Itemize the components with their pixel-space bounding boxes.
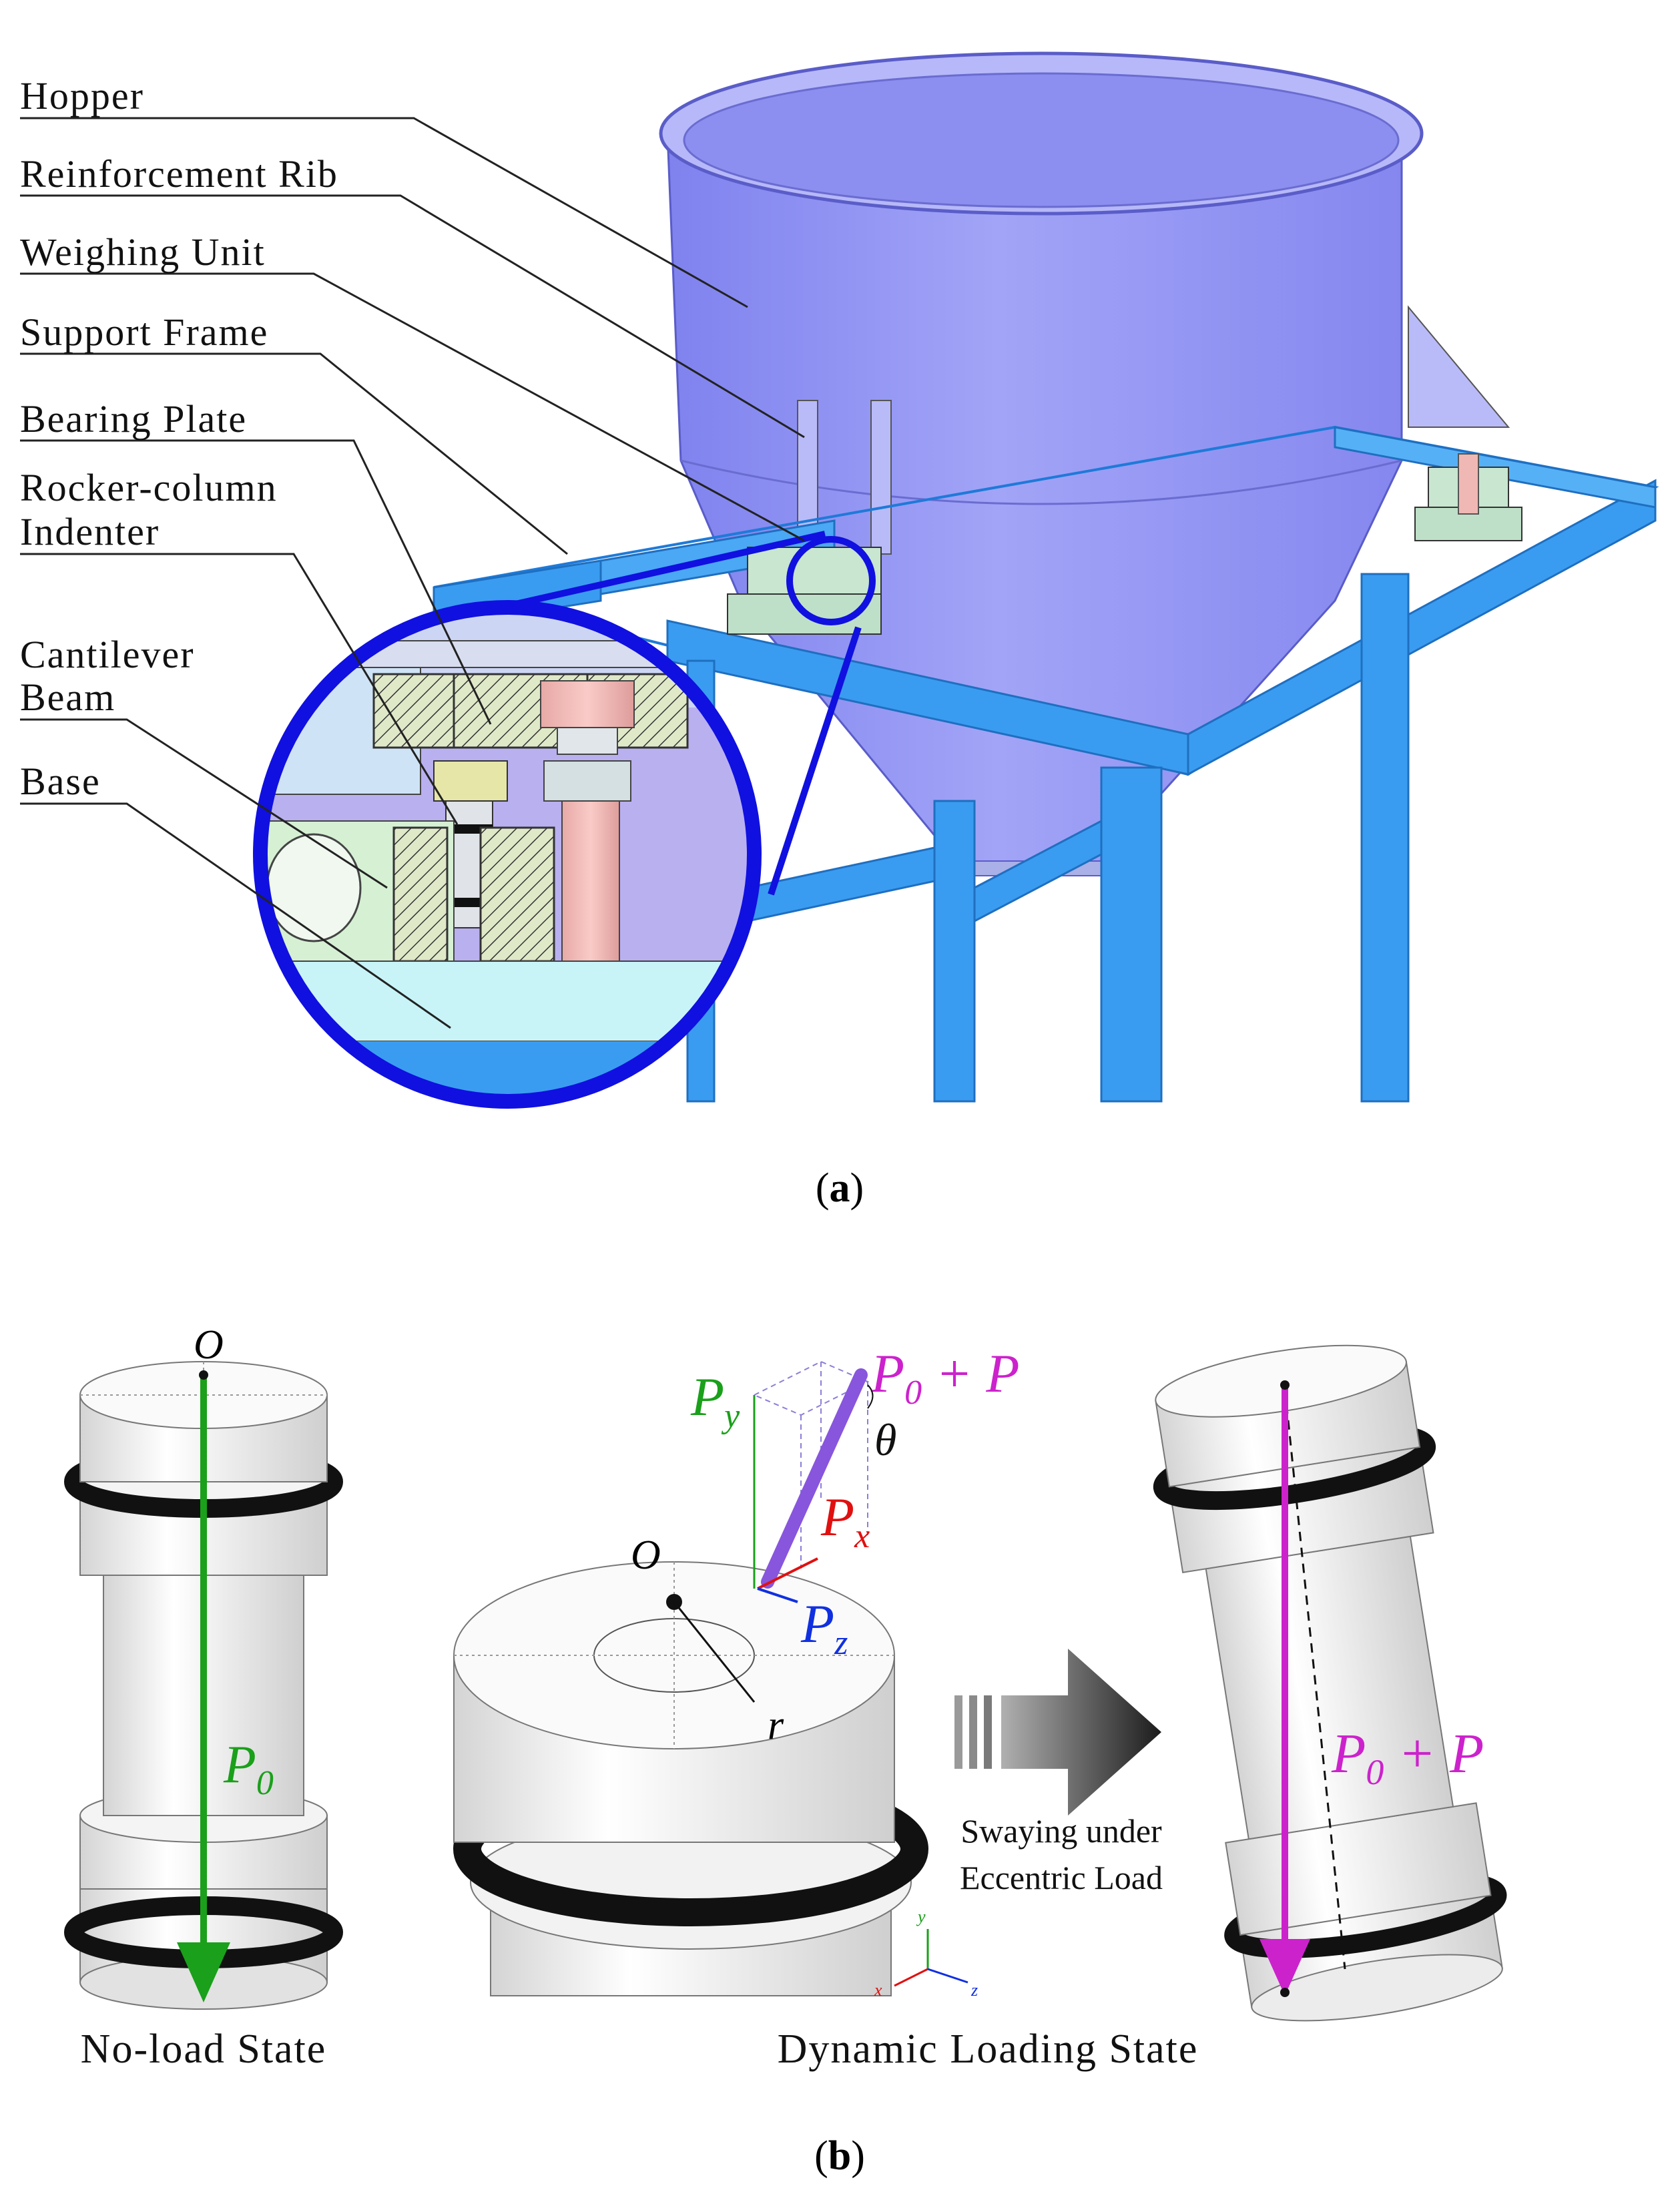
label-support-frame: Support Frame	[20, 310, 268, 354]
force-rod	[761, 1368, 868, 1589]
component-px	[757, 1557, 818, 1590]
leader-lines	[20, 117, 805, 1029]
sway-caption-line2: Eccentric Load	[960, 1859, 1163, 1896]
label-bearing-plate: Bearing Plate	[20, 397, 247, 441]
label-pz: Pz	[800, 1593, 848, 1662]
label-weighing-unit: Weighing Unit	[20, 230, 266, 274]
axis-triad: y x z	[874, 1907, 978, 2000]
axis-label-y: y	[916, 1907, 926, 1926]
label-theta: θ	[874, 1414, 896, 1465]
support-frame-illustration	[433, 425, 1659, 1103]
origin-dot-left	[199, 1370, 208, 1380]
force-arrowhead-p0-left	[177, 1942, 230, 2002]
label-rocker-column-line2: Indenter	[20, 510, 160, 553]
label-px: Px	[820, 1486, 870, 1555]
caption-b: (b)	[814, 2133, 865, 2179]
origin-label-center: O	[631, 1533, 661, 1578]
panel-a: Hopper Reinforcement Rib Weighing Unit S…	[20, 51, 1659, 1211]
axis-label-z: z	[970, 1980, 978, 2000]
label-hopper: Hopper	[20, 74, 144, 117]
zoom-detail	[253, 600, 762, 1109]
origin-label-left: O	[194, 1322, 224, 1368]
axis-label-x: x	[874, 1980, 882, 2000]
rocker-column-enlarged	[453, 1561, 928, 1996]
sway-caption-line1: Swaying under	[960, 1812, 1162, 1850]
label-cantilever-line1: Cantilever	[20, 633, 195, 676]
rocker-column-tilted	[1153, 1344, 1507, 2022]
label-dynamic-state: Dynamic Loading State	[778, 2026, 1199, 2072]
label-rocker-column-line1: Rocker-column	[20, 466, 278, 509]
bottom-dot-right	[1280, 1988, 1290, 1997]
label-py: Py	[690, 1366, 740, 1435]
label-force-right: P0 + P	[1331, 1723, 1484, 1792]
caption-a: (a)	[816, 1165, 864, 1211]
transition-arrow	[954, 1649, 1161, 1816]
force-arrowhead-right	[1259, 1939, 1310, 1996]
label-noload-state: No-load State	[81, 2026, 327, 2072]
panel-b: O P0 O r Py Px Pz P0 + P	[64, 1322, 1507, 2179]
label-force-top: P0 + P	[870, 1343, 1020, 1412]
label-base: Base	[20, 760, 101, 803]
radius-line	[673, 1601, 756, 1703]
radius-label: r	[768, 1703, 784, 1748]
component-pz	[757, 1587, 798, 1603]
top-dot-right	[1280, 1380, 1290, 1390]
label-reinforcement-rib: Reinforcement Rib	[20, 152, 338, 196]
theta-arc	[867, 1384, 874, 1409]
label-p0-left: P0	[223, 1735, 274, 1802]
label-cantilever-line2: Beam	[20, 675, 115, 719]
